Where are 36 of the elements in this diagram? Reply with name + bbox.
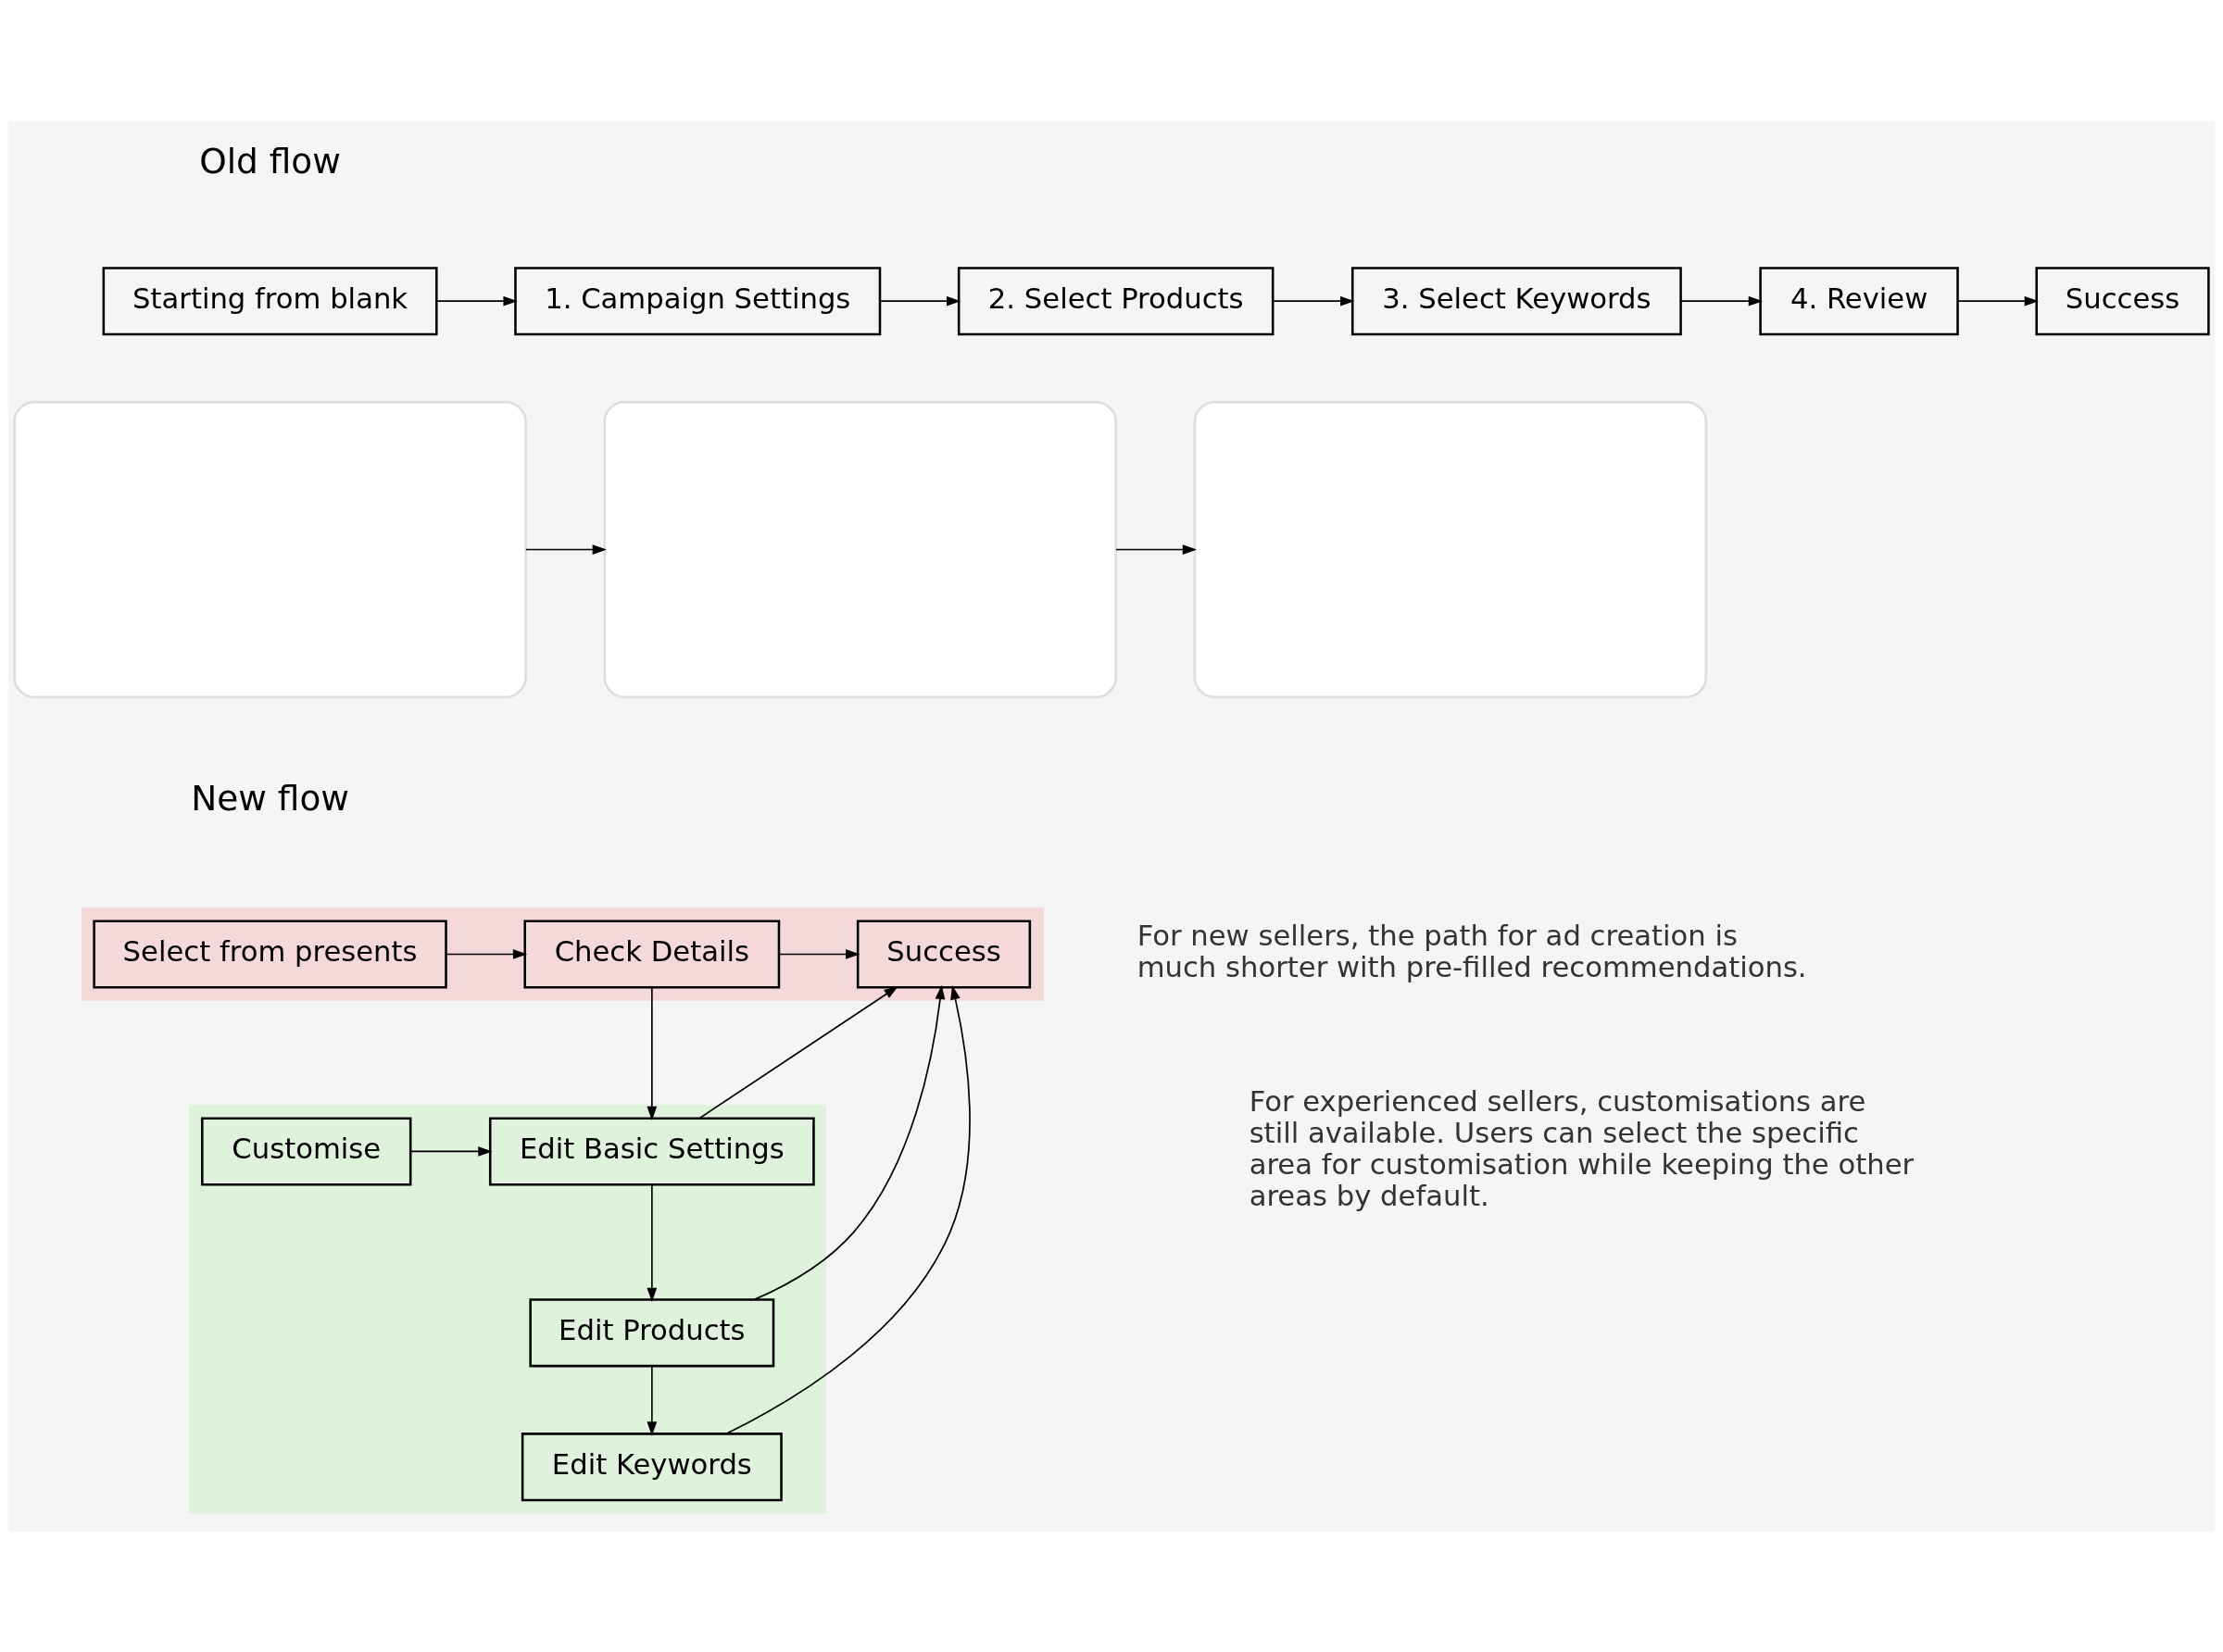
arrow — [524, 544, 607, 555]
arrow — [753, 984, 946, 1300]
label: Old flow — [199, 140, 341, 181]
node-box: 1. Campaign Settings — [514, 266, 882, 335]
arrow — [445, 948, 528, 959]
node-box: Check Details — [523, 919, 781, 989]
arrow — [1680, 295, 1764, 307]
node-box — [13, 400, 527, 698]
arrow — [1115, 544, 1198, 555]
node-box: Customise — [201, 1116, 412, 1185]
node-box: Edit Keywords — [521, 1432, 783, 1501]
arrow — [409, 1145, 493, 1157]
label: For experienced sellers, customisations are still available. Users can select the specific area for customisation while keeping the other areas by default. — [1249, 1084, 1915, 1212]
node-box — [603, 400, 1117, 698]
node-box: Edit Basic Settings — [488, 1116, 815, 1185]
node-box: Success — [2035, 266, 2210, 335]
node-box — [1193, 400, 1708, 698]
arrow — [879, 295, 961, 307]
node-box: 3. Select Keywords — [1350, 266, 1682, 335]
label: For new sellers, the path for ad creation is much shorter with pre-filled recommendations. — [1137, 919, 1807, 983]
node-box: Select from presents — [93, 919, 447, 989]
node-box: Edit Products — [529, 1297, 775, 1367]
arrow — [435, 295, 518, 307]
node-box: 4. Review — [1759, 266, 1959, 335]
arrow — [1272, 295, 1355, 307]
node-box: Starting from blank — [102, 266, 438, 335]
node-box: Success — [856, 919, 1032, 989]
arrow — [698, 985, 898, 1119]
arrow — [647, 1183, 658, 1302]
arrow — [647, 986, 658, 1120]
arrow — [725, 984, 971, 1434]
arrow — [1956, 295, 2040, 307]
arrow — [778, 948, 860, 959]
label: New flow — [191, 777, 349, 819]
node-box: 2. Select Products — [957, 266, 1275, 335]
arrow — [647, 1364, 658, 1436]
